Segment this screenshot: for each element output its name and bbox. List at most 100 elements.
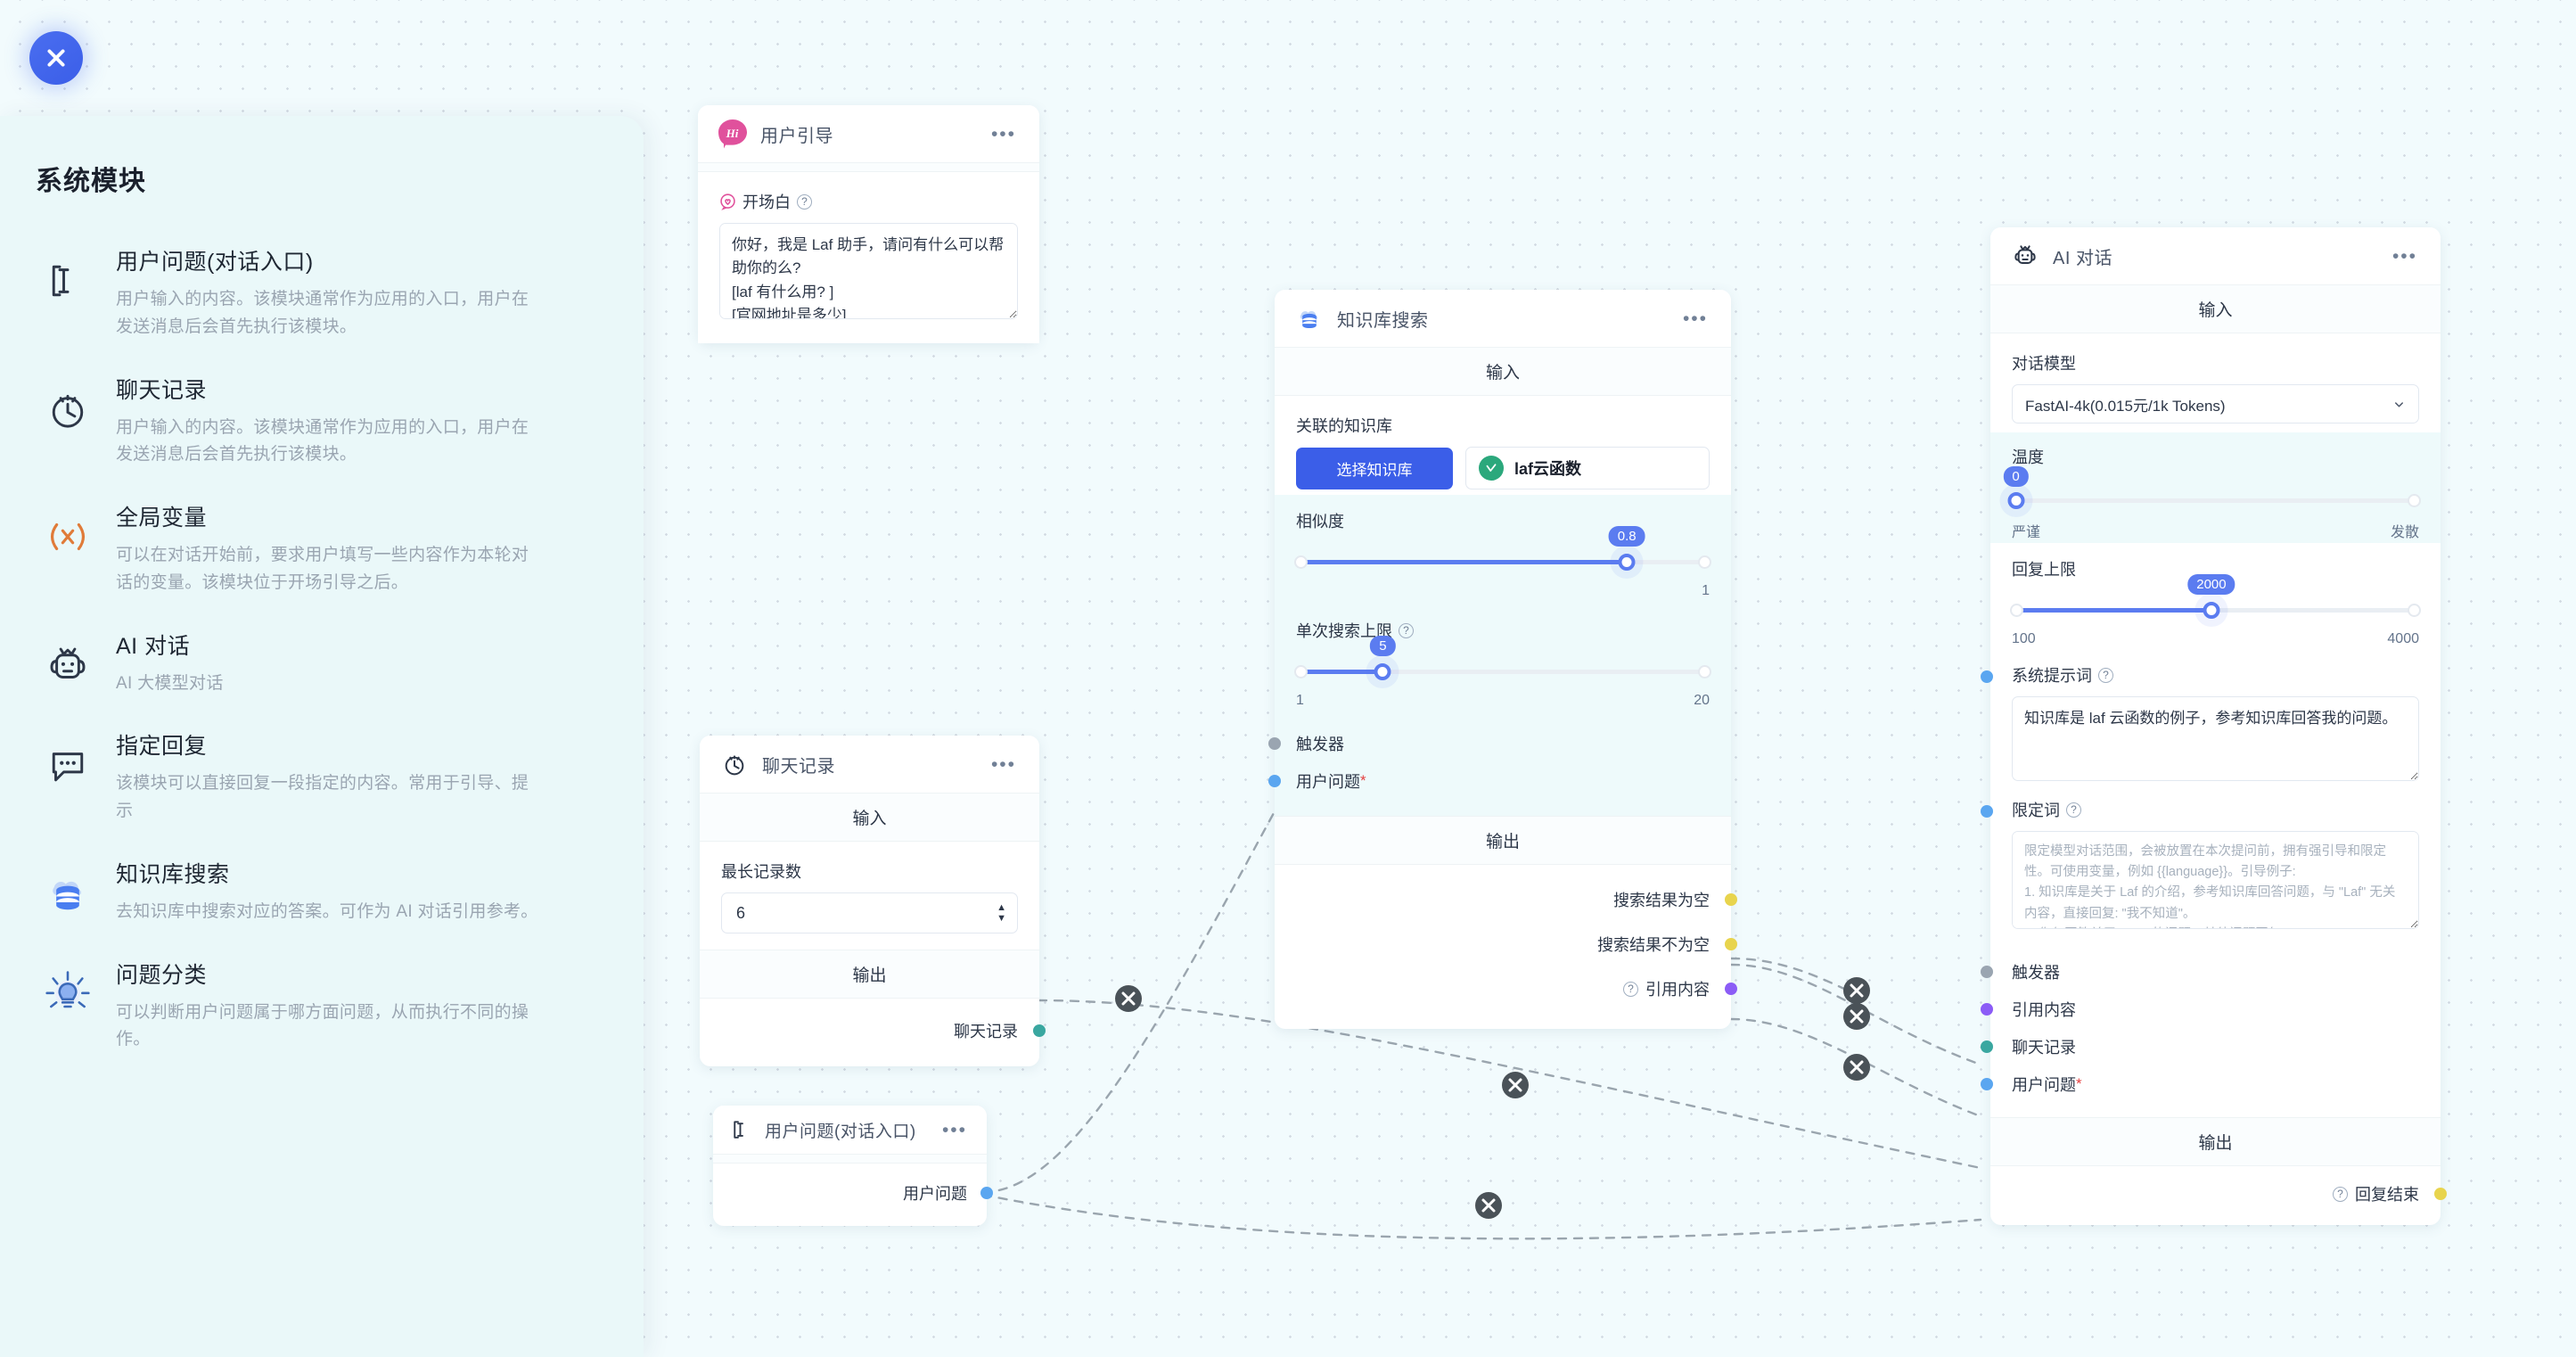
input-port-row[interactable]: 触发器 — [1268, 725, 1710, 762]
help-icon[interactable]: ? — [2066, 802, 2081, 818]
maxtoken-slider[interactable]: 2000 — [2010, 574, 2421, 628]
slider-fill — [1296, 670, 1383, 674]
max-records-input[interactable]: 6 ▲ ▼ — [721, 892, 1018, 933]
output-port-row[interactable]: 搜索结果不为空 — [1296, 922, 1737, 966]
input-section-header: 输入 — [1275, 347, 1731, 396]
node-header[interactable]: Hi 用户引导 ••• — [698, 105, 1039, 162]
robot-icon — [2010, 241, 2040, 271]
output-port-row[interactable]: 用户问题 — [733, 1176, 993, 1210]
sidebar-item-global-variable[interactable]: 全局变量 可以在对话开始前，要求用户填写一些内容作为本轮对话的变量。该模块位于开… — [0, 484, 644, 613]
input-connector-dot[interactable] — [1981, 966, 1993, 978]
max-records-value: 6 — [736, 903, 746, 922]
output-connector-dot[interactable] — [1725, 983, 1737, 995]
input-connector-dot[interactable] — [1981, 670, 1993, 683]
slider-thumb[interactable] — [2007, 492, 2025, 509]
help-icon[interactable]: ? — [2098, 667, 2113, 683]
sidebar-item-chat-history[interactable]: 聊天记录 用户输入的内容。该模块通常作为应用的入口，用户在发送消息后会首先执行该… — [0, 357, 644, 485]
node-ai-chat[interactable]: AI 对话 ••• 输入 对话模型 FastAI-4k(0.015元/1k To… — [1981, 227, 2447, 1225]
close-panel-button[interactable] — [29, 31, 83, 85]
node-divider — [698, 162, 1039, 172]
system-prompt-block: 系统提示词 ? — [1981, 649, 2441, 785]
input-connector-dot[interactable] — [1268, 775, 1281, 787]
node-menu-button[interactable]: ••• — [941, 1119, 967, 1140]
output-port-row[interactable]: 聊天记录 — [721, 1009, 1046, 1052]
temperature-range-labels: 严谨 发散 — [2012, 520, 2419, 541]
node-menu-button[interactable]: ••• — [2391, 245, 2417, 267]
sidebar-item-specified-reply[interactable]: 指定回复 该模块可以直接回复一段指定的内容。常用于引导、提示 — [0, 712, 644, 841]
module-name: AI 对话 — [116, 633, 191, 659]
slider-fill — [2012, 608, 2211, 613]
module-description: 可以在对话开始前，要求用户填写一些内容作为本轮对话的变量。该模块位于开场引导之后… — [116, 546, 529, 592]
node-user-question[interactable]: 用户问题(对话入口) ••• 用户问题 — [713, 1106, 993, 1226]
input-connector-dot[interactable] — [1268, 737, 1281, 750]
stepper-down-icon[interactable]: ▼ — [997, 913, 1006, 924]
input-connector-dot[interactable] — [1981, 1078, 1993, 1090]
node-inputs: 触发器 用户问题* — [1268, 709, 1710, 812]
stepper-up-icon[interactable]: ▲ — [997, 902, 1006, 913]
module-description: 该模块可以直接回复一段指定的内容。常用于引导、提示 — [116, 774, 529, 821]
sidebar-item-user-question[interactable]: 用户问题(对话入口) 用户输入的内容。该模块通常作为应用的入口，用户在发送消息后… — [0, 228, 644, 357]
node-header[interactable]: 知识库搜索 ••• — [1275, 290, 1731, 347]
search-limit-label-text: 单次搜索上限 — [1296, 622, 1392, 640]
slider-value-bubble: 0 — [2003, 466, 2029, 487]
select-kb-button[interactable]: 选择知识库 — [1296, 447, 1453, 489]
output-section-header: 输出 — [1990, 1117, 2441, 1166]
maxtoken-block: 回复上限 2000 100 4000 — [1990, 543, 2441, 649]
input-port-label: 用户问题 — [1296, 773, 1360, 791]
slider-min-dot — [1294, 555, 1308, 569]
number-stepper[interactable]: ▲ ▼ — [997, 902, 1006, 924]
input-connector-dot[interactable] — [1981, 1040, 1993, 1053]
slider-thumb[interactable] — [1374, 663, 1391, 680]
search-limit-slider[interactable]: 5 — [1294, 636, 1711, 689]
help-icon[interactable]: ? — [797, 193, 812, 210]
node-menu-button[interactable]: ••• — [990, 753, 1016, 775]
module-description: 用户输入的内容。该模块通常作为应用的入口，用户在发送消息后会首先执行该模块。 — [116, 417, 529, 465]
output-connector-dot[interactable] — [980, 1187, 993, 1199]
opening-statement-textarea[interactable] — [719, 223, 1018, 319]
input-port-row[interactable]: 引用内容 — [1981, 991, 2419, 1028]
help-icon[interactable]: ? — [1623, 981, 1638, 997]
sidebar-item-ai-chat[interactable]: AI 对话 AI 大模型对话 — [0, 613, 644, 713]
slider-value-bubble: 0.8 — [1608, 526, 1645, 547]
output-port-row[interactable]: ? 回复结束 — [2012, 1177, 2447, 1211]
node-header[interactable]: 聊天记录 ••• — [700, 736, 1039, 793]
node-menu-button[interactable]: ••• — [1682, 308, 1708, 329]
output-connector-dot[interactable] — [1033, 1024, 1046, 1037]
node-header[interactable]: AI 对话 ••• — [1990, 227, 2441, 284]
temperature-slider[interactable]: 0 — [2003, 466, 2421, 516]
node-user-guide[interactable]: Hi 用户引导 ••• 开场白 ? — [698, 105, 1039, 343]
output-connector-dot[interactable] — [2434, 1188, 2447, 1200]
node-title: 用户引导 — [760, 126, 833, 146]
similarity-slider[interactable]: 0.8 — [1294, 526, 1711, 580]
module-name: 指定回复 — [116, 734, 208, 760]
output-connector-dot[interactable] — [1725, 893, 1737, 906]
help-icon[interactable]: ? — [2333, 1186, 2348, 1202]
output-port-label: 搜索结果为空 — [1613, 892, 1710, 909]
help-icon[interactable]: ? — [1399, 622, 1414, 638]
limit-prompt-textarea[interactable] — [2012, 831, 2419, 929]
model-select[interactable]: FastAI-4k(0.015元/1k Tokens) — [2012, 384, 2419, 424]
node-chat-history[interactable]: 聊天记录 ••• 输入 最长记录数 6 ▲ ▼ 输出 聊天记录 — [700, 736, 1046, 1066]
node-divider — [713, 1154, 987, 1164]
slider-thumb[interactable] — [2203, 602, 2220, 619]
module-name: 聊天记录 — [116, 377, 208, 403]
node-header[interactable]: 用户问题(对话入口) ••• — [713, 1106, 987, 1154]
kb-chip-laf[interactable]: laf云函数 — [1465, 447, 1710, 489]
output-connector-dot[interactable] — [1725, 938, 1737, 950]
sidebar-item-kb-search[interactable]: 知识库搜索 去知识库中搜索对应的答案。可作为 AI 对话引用参考。 — [0, 841, 644, 942]
output-port-row[interactable]: ? 引用内容 — [1296, 966, 1737, 1011]
robot-icon — [36, 633, 100, 697]
input-port-row[interactable]: 用户问题* — [1981, 1065, 2419, 1103]
slider-thumb[interactable] — [1618, 554, 1636, 571]
input-port-row[interactable]: 触发器 — [1981, 953, 2419, 991]
input-connector-dot[interactable] — [1981, 805, 1993, 818]
node-kb-search[interactable]: 知识库搜索 ••• 输入 关联的知识库 选择知识库 laf云函数 相似度 — [1268, 290, 1737, 1029]
node-body: 最长记录数 6 ▲ ▼ — [700, 842, 1039, 950]
input-connector-dot[interactable] — [1981, 1003, 1993, 1016]
output-port-row[interactable]: 搜索结果为空 — [1296, 877, 1737, 922]
system-prompt-textarea[interactable] — [2012, 696, 2419, 781]
input-port-row[interactable]: 用户问题* — [1268, 762, 1710, 800]
sidebar-item-question-classify[interactable]: 问题分类 可以判断用户问题属于哪方面问题，从而执行不同的操作。 — [0, 942, 644, 1070]
input-port-row[interactable]: 聊天记录 — [1981, 1028, 2419, 1065]
node-menu-button[interactable]: ••• — [990, 123, 1016, 144]
